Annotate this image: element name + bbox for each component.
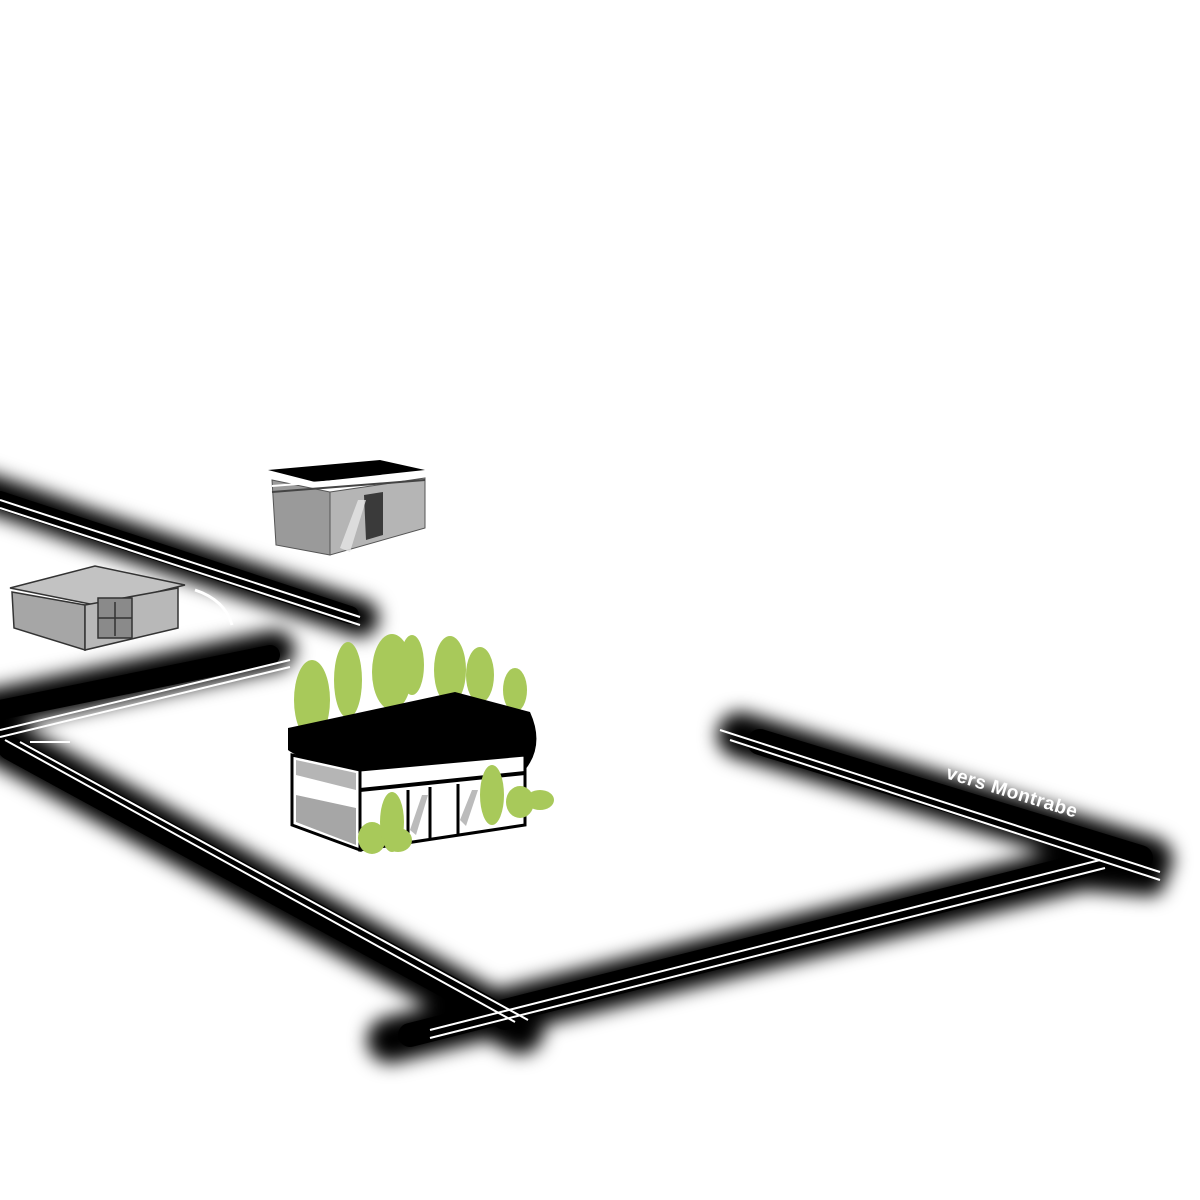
road-cores [0,491,1153,1047]
lane-line-bottom-a [429,859,1101,1031]
lane-line-left-diagonal-a [4,739,516,1023]
lane-line-left-diagonal-b [19,741,529,1021]
shrub-5 [506,786,534,818]
lane-line-upper-left-a [0,499,361,618]
shop-arrow-icon [194,588,234,626]
shrub-6 [526,790,554,810]
lane-lines [0,499,1161,1039]
lane-line-left-connector-b [0,666,291,738]
shrub-3 [384,828,412,852]
restaurant-side-wall-upper [296,760,356,790]
shrub-4 [480,765,504,825]
restaurant-window-glare [410,795,428,835]
shrub-1 [358,822,386,854]
lane-line-right-b [729,739,1161,881]
lane-line-bottom-b [429,867,1106,1039]
warehouse-door [364,492,383,540]
tree-back-5 [434,636,466,704]
shop-building [9,565,234,652]
lane-line-left-connector-a [0,659,291,731]
road-network [0,476,1173,1063]
lane-line-right-a [719,729,1161,873]
road-core-left-connector [0,645,280,720]
restaurant-building [288,634,554,854]
restaurant-window-glare-2 [460,790,478,826]
tree-back-4 [400,635,424,695]
warehouse-glare [340,500,366,552]
restaurant-side-wall-lower [296,795,356,845]
restaurant-shrubs-front [358,765,554,854]
warehouse-stripe-1 [271,473,426,487]
lane-line-upper-left-b [0,507,361,626]
warehouse-building [268,460,426,556]
road-core-right [747,729,1153,871]
tree-back-1 [294,660,330,740]
tree-back-6 [466,647,494,703]
warehouse-roof [268,460,425,482]
shop-roof [9,565,186,607]
warehouse-stripe-2 [271,479,426,493]
road-core-left-diagonal [0,736,517,1030]
tree-back-7 [503,668,527,712]
tree-back-2 [334,642,362,718]
restaurant-trees-back [294,634,527,740]
